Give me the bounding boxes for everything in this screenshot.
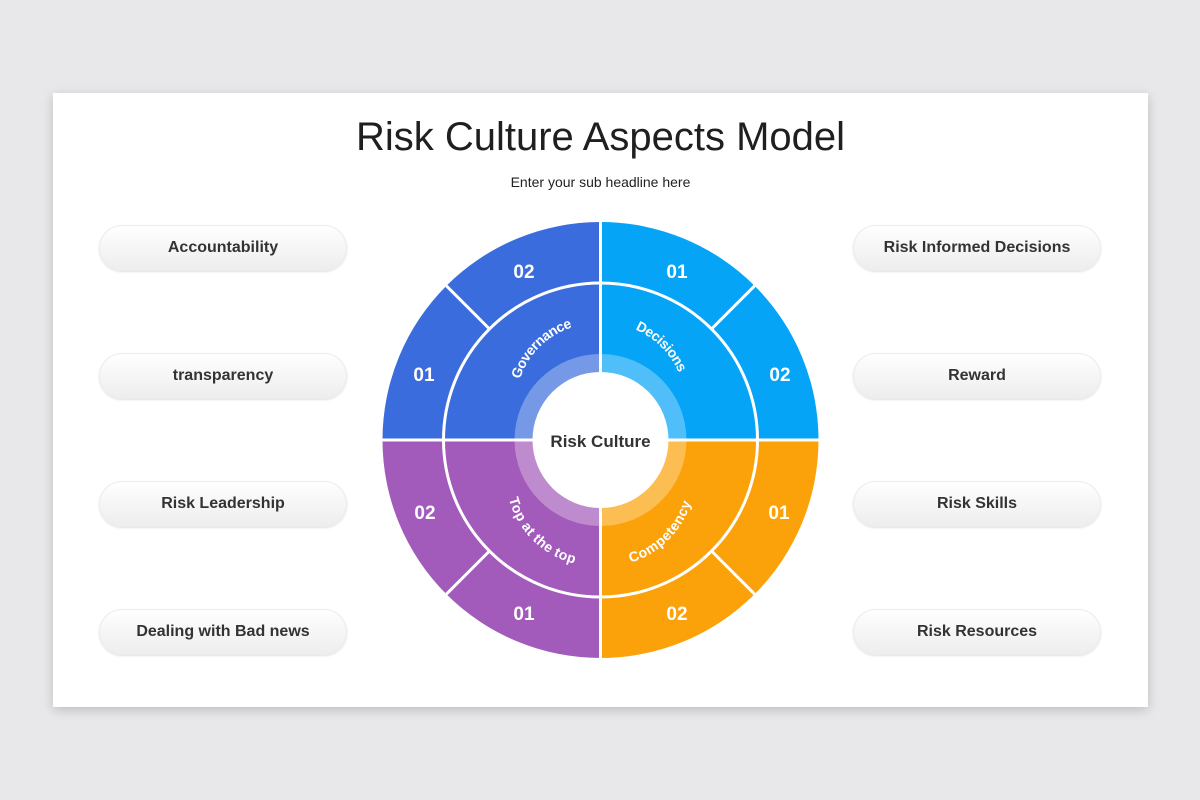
decisions-number-01: 01 bbox=[666, 262, 688, 283]
slide-title: Risk Culture Aspects Model bbox=[355, 115, 846, 159]
governance-number-01: 01 bbox=[413, 365, 435, 386]
right-item-risk-skills: Risk Skills bbox=[853, 481, 1101, 527]
right-item-risk-resources: Risk Resources bbox=[853, 609, 1101, 655]
top-number-02: 02 bbox=[414, 503, 435, 524]
slide-subtitle: Enter your sub headline here bbox=[510, 174, 691, 190]
top-outer-01 bbox=[446, 551, 601, 658]
left-item-bad-news: Dealing with Bad news bbox=[99, 609, 347, 655]
competency-outer-02 bbox=[600, 551, 755, 658]
slide: Risk Culture Aspects Model Enter your su… bbox=[53, 93, 1148, 707]
risk-culture-wheel: Risk Culture 02 01 01 02 02 01 01 02 Gov… bbox=[380, 220, 821, 660]
top-outer-02 bbox=[382, 440, 490, 595]
competency-number-01: 01 bbox=[768, 503, 790, 524]
left-item-risk-leadership: Risk Leadership bbox=[99, 481, 347, 527]
governance-outer-01 bbox=[382, 285, 490, 440]
right-item-reward: Reward bbox=[853, 353, 1101, 399]
decisions-number-02: 02 bbox=[769, 365, 790, 386]
left-item-transparency: transparency bbox=[99, 353, 347, 399]
competency-outer-01 bbox=[711, 440, 819, 595]
decisions-outer-01 bbox=[600, 222, 755, 329]
governance-outer-02 bbox=[446, 222, 601, 329]
competency-number-02: 02 bbox=[666, 604, 687, 625]
center-label: Risk Culture bbox=[550, 432, 650, 451]
decisions-outer-02 bbox=[711, 285, 819, 440]
top-number-01: 01 bbox=[513, 604, 535, 625]
center-circle bbox=[532, 372, 669, 508]
right-item-risk-informed-decisions: Risk Informed Decisions bbox=[853, 225, 1101, 271]
left-item-accountability: Accountability bbox=[99, 225, 347, 271]
governance-number-02: 02 bbox=[513, 262, 534, 283]
